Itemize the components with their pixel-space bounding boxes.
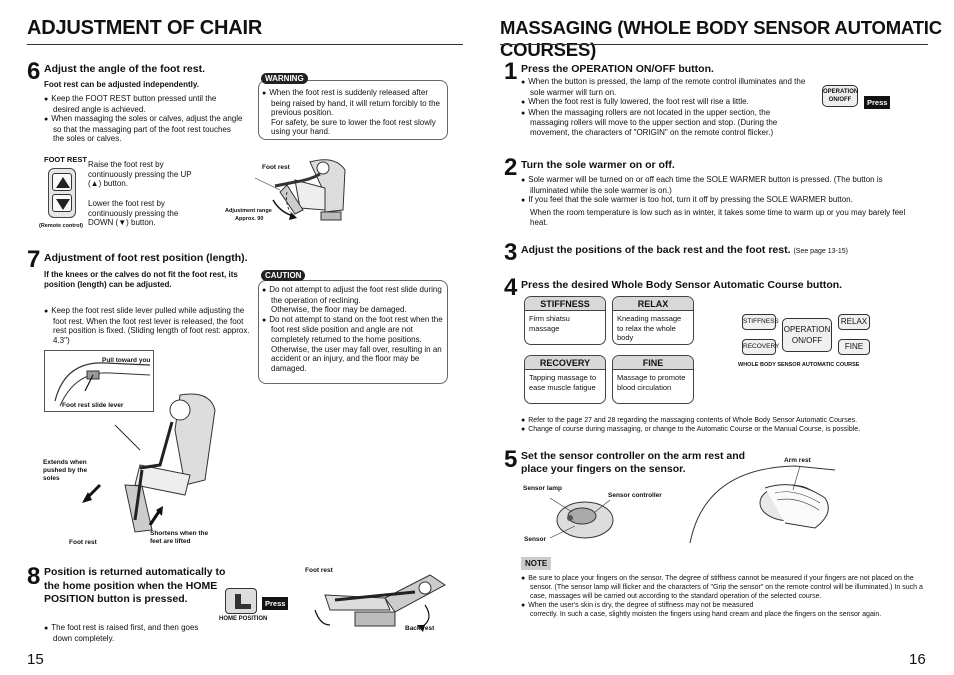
chair-person-slide-illustration: [82, 393, 216, 533]
left-page-title: ADJUSTMENT OF CHAIR: [27, 17, 263, 39]
chair-icon: [235, 594, 251, 609]
step-6-bullet: ●When massaging the soles or calves, adj…: [44, 114, 243, 144]
panel-recovery-button[interactable]: RECOVERY: [742, 339, 779, 355]
page-number-left: 15: [27, 651, 44, 668]
step-8-press-tag: Press: [262, 597, 289, 610]
page-number-right: 16: [909, 651, 926, 668]
right-step-3-heading: Adjust the positions of the back rest an…: [521, 244, 848, 256]
fig7-shortens: Shortens when the feet are lifted: [150, 530, 209, 545]
lever-inset-drawing: [54, 362, 151, 407]
right-title-rule: [500, 44, 928, 45]
fig7-foot-rest: Foot rest: [69, 539, 97, 546]
foot-rest-remote-label: FOOT REST: [44, 155, 87, 164]
fig7-extends: Extends when pushed by the soles: [43, 459, 88, 482]
warning-tag: WARNING: [261, 73, 308, 84]
right-page-title: MASSAGING (WHOLE BODY SENSOR AUTOMATIC C…: [500, 17, 942, 60]
right-step-1-number: 1: [504, 58, 518, 85]
caution-box-7: [258, 280, 448, 384]
foot-rest-up-button[interactable]: [52, 173, 72, 191]
fig5-sensor-controller: Sensor controller: [608, 492, 662, 499]
foot-rest-down-button[interactable]: [52, 194, 72, 212]
raise-text: Raise the foot rest by continuously pres…: [88, 160, 192, 189]
fig8-back-rest: Back rest: [405, 625, 435, 632]
note-tag: NOTE: [521, 557, 552, 570]
right-step-3-number: 3: [504, 239, 518, 266]
panel-caption: WHOLE BODY SENSOR AUTOMATIC COURSE: [738, 362, 860, 368]
right-step-4-number: 4: [504, 274, 518, 301]
foot-rest-remote: [48, 168, 76, 218]
arm-rest-hand-illustration: [689, 465, 836, 544]
right-step-2-paragraph: When the room temperature is low such as…: [530, 208, 906, 227]
step-7-subheading: If the knees or the calves do not fit th…: [44, 270, 238, 289]
step-7-bullets: ●Keep the foot rest slide lever pulled w…: [44, 306, 250, 345]
step-6-bullets: ●Keep the FOOT REST button pressed until…: [44, 94, 244, 144]
right-step-5-number: 5: [504, 446, 518, 473]
fig5-sensor: Sensor: [524, 536, 547, 543]
step-8-bullets: ●The foot rest is raised first, and then…: [44, 623, 199, 643]
caution-text-7: ●Do not attempt to adjust the foot rest …: [262, 285, 443, 373]
caution-tag: CAUTION: [261, 270, 306, 281]
panel-relax-button[interactable]: RELAX: [838, 314, 870, 330]
fig6-approx: Approx. 90: [235, 216, 264, 222]
panel-fine-button[interactable]: FINE: [838, 339, 870, 355]
step-7-number: 7: [27, 246, 41, 273]
fig7-pull-toward-you: Pull toward you: [102, 357, 151, 364]
remote-control-caption: (Remote control): [39, 223, 83, 229]
note-bullets: ●Be sure to place your fingers on the se…: [521, 575, 923, 618]
chair-home-position-illustration: [314, 574, 446, 632]
right-step-4-bullets: ●Refer to the page 27 and 28 regarding t…: [521, 417, 861, 433]
panel-stiffness-button[interactable]: STIFFNESS: [742, 314, 779, 330]
step-8-heading: Position is returned automatically to th…: [44, 566, 226, 605]
chair-footrest-angle-illustration: [254, 159, 346, 221]
sensor-controller-illustration: [549, 497, 614, 539]
home-position-label: HOME POSITION: [219, 616, 268, 622]
fig6-adjustment-range: Adjustment range: [225, 208, 272, 214]
step-6-heading: Adjust the angle of the foot rest.: [44, 63, 206, 75]
fig7-lever-label: Foot rest slide lever: [62, 402, 124, 409]
fig5-sensor-lamp: Sensor lamp: [523, 485, 563, 492]
step-7-heading: Adjustment of foot rest position (length…: [44, 252, 248, 264]
warning-box-6: [258, 80, 448, 140]
fig6-foot-rest-label: Foot rest: [262, 164, 290, 171]
lower-text: Lower the foot rest by continuously pres…: [88, 199, 179, 228]
left-title-rule: [27, 44, 463, 45]
right-step-1-heading: Press the OPERATION ON/OFF button.: [521, 63, 714, 75]
step-6-subheading: Foot rest can be adjusted independently.: [44, 80, 199, 89]
up-arrow-icon: [56, 177, 70, 188]
down-arrow-icon: [56, 199, 70, 210]
right-step-1-bullets: ●When the button is pressed, the lamp of…: [521, 77, 806, 137]
right-step-2-heading: Turn the sole warmer on or off.: [521, 159, 675, 171]
fig8-foot-rest: Foot rest: [305, 567, 333, 574]
home-position-button[interactable]: [225, 588, 257, 614]
step-6-bullet: ●Keep the FOOT REST button pressed until…: [44, 94, 217, 114]
right-step-2-bullets: ●Sole warmer will be turned on or off ea…: [521, 175, 883, 205]
warning-text-6: ●When the foot rest is suddenly released…: [262, 88, 440, 137]
right-step-4-heading: Press the desired Whole Body Sensor Auto…: [521, 279, 843, 291]
step-1-press-tag: Press: [864, 96, 891, 109]
fig5-arm-rest: Arm rest: [784, 457, 811, 464]
step-8-number: 8: [27, 563, 41, 590]
right-step-2-number: 2: [504, 154, 518, 181]
right-step-5-heading: Set the sensor controller on the arm res…: [521, 450, 746, 475]
step-6-number: 6: [27, 58, 41, 85]
lever-inset: [44, 350, 154, 412]
